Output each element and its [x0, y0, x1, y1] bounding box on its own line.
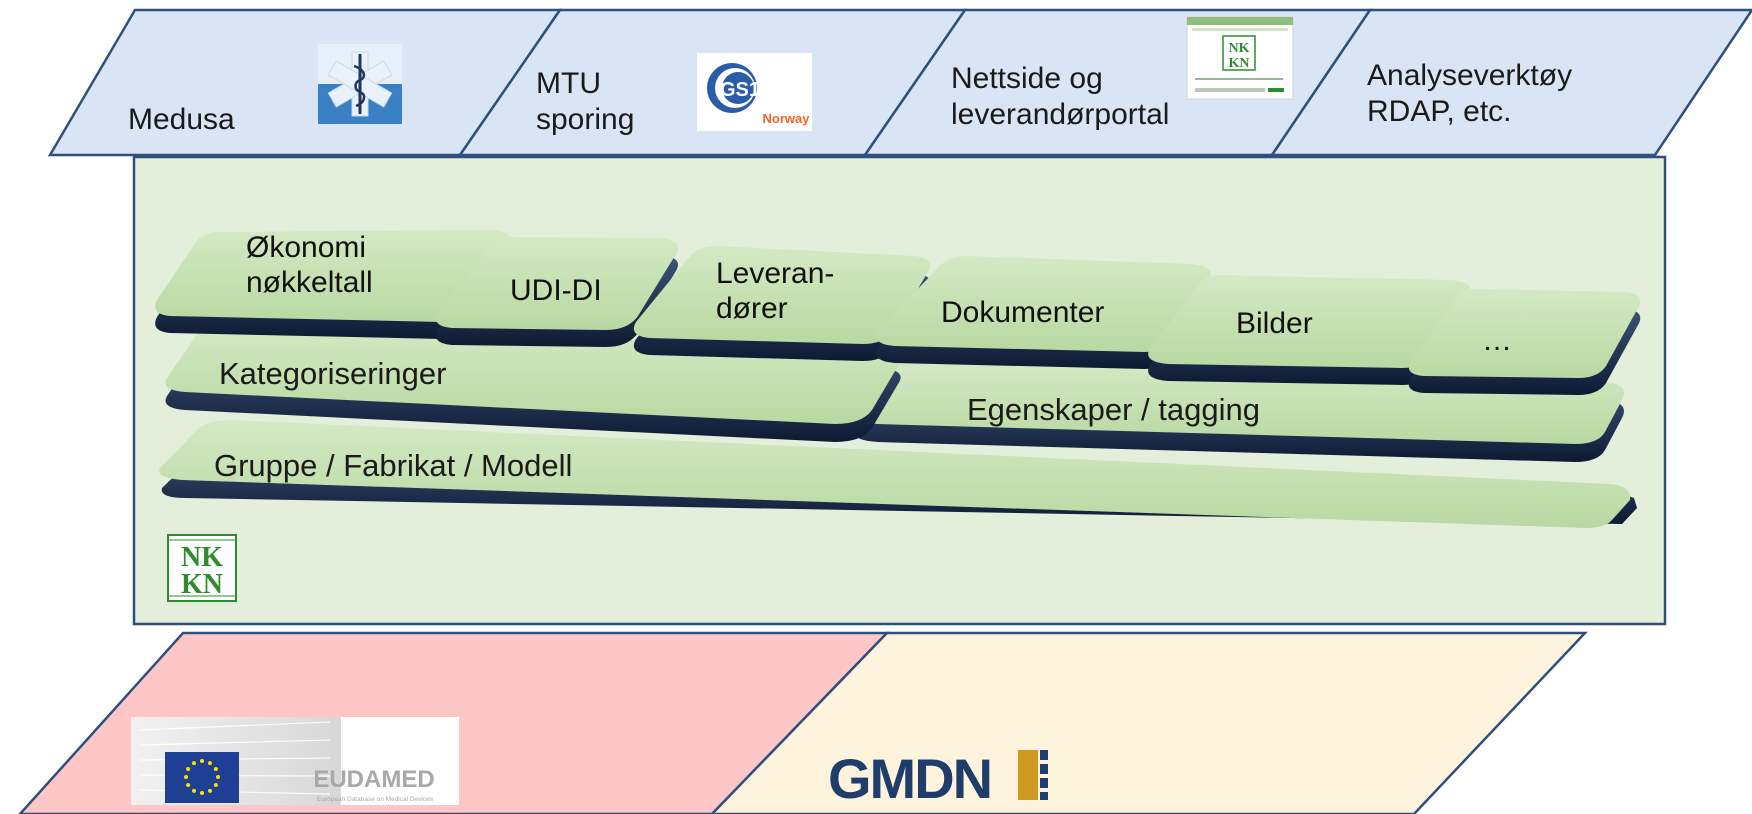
core-slabs — [155, 230, 1641, 528]
eudamed-logo: EUDAMED European Database on Medical Dev… — [131, 717, 459, 805]
eu-stars — [184, 759, 220, 795]
slab-base-label: Gruppe / Fabrikat / Modell — [214, 448, 573, 483]
eu-star — [184, 775, 188, 779]
svg-text:NK: NK — [181, 542, 223, 573]
nkkn-logo: NK KN — [167, 534, 237, 602]
tile-bilder — [1148, 275, 1471, 385]
top-row: GS1 Norway NK KN — [47, 8, 1752, 157]
svg-text:KN: KN — [181, 569, 223, 600]
tile-more — [1408, 289, 1641, 395]
gmdn-logo-text: GMDN — [828, 747, 991, 810]
eu-star — [186, 767, 191, 771]
slab-egenskaper-label: Egenskaper / tagging — [967, 392, 1260, 427]
bottom-row: EUDAMED European Database on Medical Dev… — [18, 631, 1588, 814]
gmdn-logo: GMDN — [828, 747, 1048, 810]
eu-star — [213, 783, 218, 787]
tile-okonomi — [155, 230, 510, 339]
gmdn-panel — [710, 631, 1588, 814]
eudamed-logo-text: EUDAMED — [313, 766, 434, 793]
eudamed-logo-subtext: European Database on Medical Devices — [317, 796, 434, 803]
analyse-panel — [1269, 8, 1752, 157]
svg-text:KN: KN — [1229, 56, 1250, 71]
medical-star-of-life-icon — [318, 44, 402, 124]
tile-more-label: … — [1482, 324, 1512, 357]
nettside-label: Nettside og leverandørportal — [951, 62, 1170, 131]
nknn-website-thumbnail-icon: NK KN — [1186, 16, 1294, 100]
svg-text:NK: NK — [1229, 41, 1250, 56]
slab-base — [159, 420, 1638, 528]
eu-star — [216, 775, 220, 779]
slab-kategorier-label: Kategoriseringer — [219, 356, 447, 391]
tile-bilder-label: Bilder — [1236, 307, 1313, 340]
eu-star — [213, 767, 218, 771]
tile-dokumenter-label: Dokumenter — [941, 296, 1105, 329]
tile-okonomi-label: Økonomi nøkkeltall — [246, 231, 373, 299]
gs1-logo-subtext: Norway — [763, 111, 811, 126]
tile-dokumenter — [876, 256, 1211, 369]
eu-star — [200, 759, 204, 763]
analyse-label: Analyseverktøy RDAP, etc. — [1367, 59, 1573, 128]
eu-star — [192, 788, 196, 793]
medusa-label: Medusa — [128, 103, 235, 136]
eu-star — [208, 761, 212, 766]
mtu-label: MTU sporing — [536, 67, 635, 136]
eu-star — [186, 783, 191, 787]
eu-star — [208, 788, 212, 793]
gs1-logo-text: GS1 — [720, 79, 760, 101]
tile-udi-label: UDI-DI — [510, 274, 602, 307]
tile-leverandorer — [633, 246, 931, 361]
gs1-norway-logo: GS1 Norway — [697, 53, 812, 131]
eu-star — [192, 761, 196, 766]
eu-star — [200, 791, 204, 795]
tile-leverandorer-label: Leveran- dører — [716, 257, 835, 325]
tile-udi — [435, 237, 678, 347]
